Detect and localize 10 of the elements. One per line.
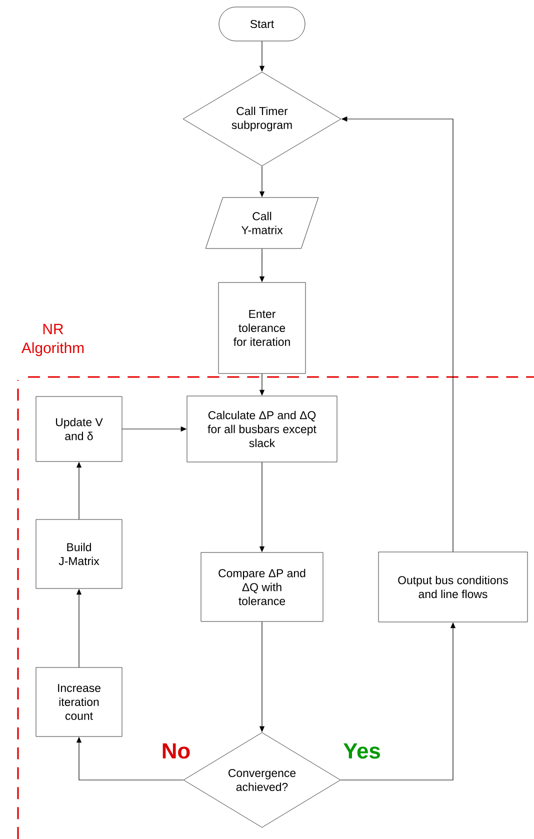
input-parallelogram: Call Y-matrix <box>205 197 319 249</box>
process-box: Build J-Matrix <box>36 519 122 589</box>
process-box: Compare ΔP and ΔQ with tolerance <box>200 552 324 622</box>
edge-label: Yes <box>342 742 382 760</box>
process-box: Increase iteration count <box>36 667 122 737</box>
process-box: Output bus conditions and line flows <box>378 552 528 622</box>
process-box: Enter tolerance for iteration <box>218 282 306 374</box>
process-box: Calculate ΔP and ΔQ for all busbars except slack <box>186 396 338 462</box>
region-label: NR Algorithm <box>21 324 84 356</box>
process-box: Update V and δ <box>36 396 122 462</box>
